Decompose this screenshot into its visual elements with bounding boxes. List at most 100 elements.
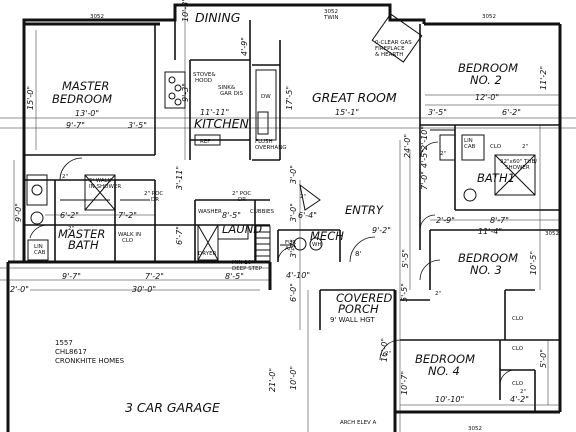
note-lin-cab-master: LIN bbox=[34, 244, 43, 250]
note-flush-overhang: OVERHANG bbox=[255, 145, 287, 151]
dim-24-0: 24'-0" bbox=[403, 134, 412, 158]
dim-window-twin-label: TWIN bbox=[323, 15, 339, 21]
dim-30-0: 30'-0" bbox=[132, 285, 156, 294]
room-label-garage: 3 CAR GARAGE bbox=[125, 400, 220, 415]
room-label-kitchen: KITCHEN bbox=[194, 116, 250, 131]
note-step: MIN 10" bbox=[232, 260, 254, 266]
dim-window-east: 3052 bbox=[545, 231, 559, 237]
room-label-dining: DINING bbox=[195, 10, 241, 25]
note-pocket-door-3: 2" POC bbox=[232, 191, 251, 197]
room-label-bath1: BATH1 bbox=[477, 171, 515, 185]
room-label-covered-porch-2: PORCH bbox=[338, 302, 379, 316]
note-pocket-door-2: DR bbox=[151, 197, 159, 203]
note-walk-in-clo-2: CLO bbox=[122, 238, 134, 244]
room-label-covered-porch: COVERED bbox=[336, 291, 392, 305]
note-stove: STOVE& bbox=[193, 72, 216, 78]
note-pocket-door-4: DR bbox=[238, 197, 246, 203]
dim-10-7: 10'-7" bbox=[400, 371, 409, 395]
note-wall-hgt: 9' WALL HGT bbox=[330, 316, 375, 324]
note-stove-hood: HOOD bbox=[195, 78, 212, 84]
room-label-bedroom3-no: NO. 3 bbox=[470, 263, 502, 277]
room-label-bedroom2: BEDROOM bbox=[458, 61, 518, 75]
dim-10-0: 10'-0" bbox=[289, 366, 298, 390]
dim-4-5: 4'-5" bbox=[420, 149, 429, 168]
door-swings bbox=[29, 141, 516, 386]
room-label-master-bath: MASTER bbox=[58, 227, 105, 241]
note-wh: WH bbox=[312, 242, 322, 248]
note-arch: ARCH ELEV A bbox=[340, 420, 377, 426]
note-2in-g: 2" bbox=[385, 351, 391, 357]
note-2in-e: 2" bbox=[440, 151, 446, 157]
dim-7-2: 7'-2" bbox=[145, 272, 164, 281]
room-label-bedroom2-no: NO. 2 bbox=[470, 73, 502, 87]
note-2in-d: 2" bbox=[522, 144, 528, 150]
dim-5-5: 5'-5" bbox=[400, 283, 409, 302]
note-sink-gar-dis: GAR DIS bbox=[220, 91, 243, 97]
dim-entry: 9'-2" bbox=[372, 226, 391, 235]
room-label-master-bath-2: BATH bbox=[68, 238, 99, 252]
note-pocket-door: 2" POC bbox=[144, 191, 163, 197]
room-label-entry: ENTRY bbox=[345, 203, 384, 217]
note-fireplace-2: FIREPLACE bbox=[375, 46, 405, 52]
room-label-bedroom4-no: NO. 4 bbox=[428, 364, 460, 378]
note-walk-in-shower: 5' WALK bbox=[89, 178, 112, 184]
dim-16-0: 16'-0" bbox=[380, 338, 389, 362]
dim-4-9: 4'-9" bbox=[240, 37, 249, 56]
note-washer: WASHER bbox=[198, 209, 222, 215]
dim-window-right: 3052 bbox=[482, 14, 496, 20]
dim-11-2: 11'-2" bbox=[539, 66, 548, 90]
note-sink: SINK& bbox=[218, 85, 236, 91]
note-dryer: DRYER bbox=[198, 251, 217, 257]
dim-3-0: 3'-0" bbox=[289, 203, 298, 222]
dim-5-5-b: 5'-5" bbox=[401, 249, 410, 268]
note-clo-b4a: CLO bbox=[512, 346, 524, 352]
dim-15-0: 15'-0" bbox=[26, 86, 35, 110]
room-label-bedroom3: BEDROOM bbox=[458, 251, 518, 265]
room-label-laund: LAUND bbox=[222, 222, 262, 236]
fixtures bbox=[26, 13, 536, 263]
dim-bedroom4: 10'-10" bbox=[435, 395, 464, 404]
note-walk-in-clo: WALK IN bbox=[118, 232, 141, 238]
note-shower: 32"x60" TUB/ bbox=[500, 159, 537, 165]
dim-kitchen: 11'-11" bbox=[200, 108, 229, 117]
dim-bedroom3: 11'-4" bbox=[478, 227, 502, 236]
dim-6-0: 6'-0" bbox=[289, 283, 298, 302]
title-block-builder: CRONKHITE HOMES bbox=[55, 357, 125, 365]
note-clo-b4b: CLO bbox=[512, 381, 524, 387]
note-dw: DW bbox=[261, 94, 271, 100]
dim-window-twin: 3052 bbox=[324, 9, 338, 15]
dim-3-7: 3'-7" bbox=[289, 239, 298, 258]
dim-9-0: 9'-0" bbox=[14, 203, 23, 222]
dim-2-9: 2'-9" bbox=[436, 216, 455, 225]
dim-laund: 8'-5" bbox=[222, 211, 241, 220]
dim-2-0: 2'-0" bbox=[10, 285, 29, 294]
dim-9-3: 9'-3" bbox=[181, 83, 190, 102]
note-8ft: 8' bbox=[355, 250, 361, 258]
title-block-number: 1557 bbox=[55, 339, 73, 347]
dimension-lines bbox=[0, 5, 576, 432]
note-fireplace-3: & HEARTH bbox=[375, 52, 403, 58]
note-2in-c: 2" bbox=[300, 194, 306, 200]
note-2in-a: 2" bbox=[62, 174, 68, 180]
dim-3-5-a: 3'-5" bbox=[128, 121, 147, 130]
dim-21-0: 21'-0" bbox=[268, 368, 277, 392]
dim-4-2: 4'-2" bbox=[510, 395, 529, 404]
dim-17-5: 17'-5" bbox=[285, 86, 294, 110]
note-ref: REF bbox=[200, 139, 210, 145]
dim-bath1: 8'-7" bbox=[490, 216, 509, 225]
note-lin-cab-master-2: CAB bbox=[34, 250, 46, 256]
dim-6-2-a: 6'-2" bbox=[502, 108, 521, 117]
note-clo-b3: CLO bbox=[512, 316, 524, 322]
note-2in-b: 2" bbox=[68, 226, 74, 232]
dim-3-11: 3'-11" bbox=[175, 166, 184, 190]
exterior-walls bbox=[6, 3, 562, 432]
dim-10-5: 10'-5" bbox=[529, 251, 538, 275]
note-2in-h: 2" bbox=[520, 389, 526, 395]
dim-8-5: 8'-5" bbox=[225, 272, 244, 281]
room-label-mech: MECH bbox=[310, 229, 344, 243]
dim-3-0-b: 3'-0" bbox=[289, 165, 298, 184]
room-label-master-bedroom: MASTER bbox=[62, 79, 109, 93]
dim-great-room: 15'-1" bbox=[335, 108, 359, 117]
dim-4-10: 4'-10" bbox=[286, 271, 310, 280]
